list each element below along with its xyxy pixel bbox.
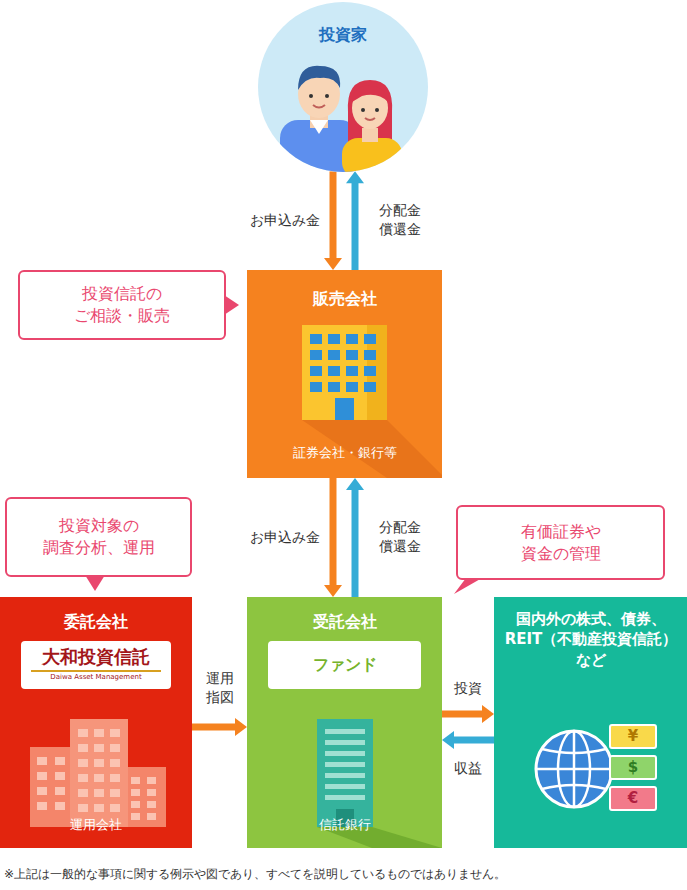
flow-arrow — [442, 705, 494, 723]
edge-label: お申込み金 — [248, 211, 322, 230]
currency-symbol: $ — [610, 757, 656, 777]
arrow-head — [324, 585, 342, 597]
callout-tail — [224, 295, 239, 315]
arrow-shaft — [442, 711, 483, 718]
node-text: 国内外の株式、債券、 REIT（不動産投資信託） など — [500, 609, 682, 670]
entity-box: 国内外の株式、債券、 REIT（不動産投資信託） など ¥ $ € — [494, 597, 687, 848]
node-text: 委託会社 — [4, 611, 188, 633]
arrow-shaft — [352, 182, 359, 270]
currency-symbol: € — [610, 788, 656, 808]
arrow-shaft — [330, 478, 337, 586]
node-text: Daiwa Asset Management — [25, 673, 167, 682]
callout-tail — [454, 578, 482, 594]
arrow-head — [482, 705, 494, 723]
entity-box: ファンド 受託会社信託銀行 — [247, 597, 442, 848]
node-text: 運用会社 — [4, 816, 188, 834]
node-text: 有価証券や 資金の管理 — [502, 521, 620, 564]
arrow-head — [346, 478, 364, 490]
edge-label: 分配金 償還金 — [372, 518, 428, 556]
callout-box: 投資信託の ご相談・販売 — [18, 270, 226, 340]
edge-label: 分配金 償還金 — [372, 201, 428, 239]
investor-circle: 投資家 — [258, 2, 428, 172]
flow-arrow — [324, 478, 342, 597]
node-text: 受託会社 — [251, 611, 438, 633]
edge-label: 運用 指図 — [200, 669, 240, 707]
entity-box: 大和投資信託 Daiwa Asset Management — [21, 641, 171, 689]
currency-symbol: ¥ — [610, 726, 656, 746]
callout-box: 有価証券や 資金の管理 — [456, 505, 665, 580]
edge-label: 投資 — [452, 679, 484, 698]
arrow-shaft — [192, 724, 236, 731]
arrow-head — [346, 171, 364, 183]
flow-arrow — [442, 731, 494, 749]
entity-box: 大和投資信託 Daiwa Asset Management 委託会社運用会社 — [0, 597, 192, 848]
edge-label: お申込み金 — [248, 528, 322, 547]
flow-arrow — [192, 718, 247, 736]
node-text: 販売会社 — [251, 288, 438, 310]
flow-arrow — [324, 171, 342, 270]
node-text: 大和投資信託 — [25, 645, 167, 669]
footnote: ※上記は一般的な事項に関する例示や図であり、すべてを説明しているものではありませ… — [4, 866, 683, 882]
node-text: ファンド — [272, 654, 417, 676]
entity-box: ファンド — [268, 641, 421, 689]
arrow-head — [324, 258, 342, 270]
callout-tail — [85, 575, 105, 591]
asset-manager-buildings — [0, 597, 192, 848]
flow-arrow — [346, 171, 364, 270]
node-text: 証券会社・銀行等 — [251, 444, 438, 462]
arrow-shaft — [453, 737, 494, 744]
entity-box: 販売会社証券会社・銀行等 — [247, 270, 442, 478]
node-text: 投資家 — [262, 24, 424, 46]
arrow-head — [235, 718, 247, 736]
arrow-head — [442, 731, 454, 749]
arrow-shaft — [352, 489, 359, 597]
arrow-shaft — [330, 171, 337, 259]
node-text: 投資対象の 調査分析、運用 — [37, 515, 161, 558]
trust-bank-building — [247, 597, 442, 848]
node-text: 投資信託の ご相談・販売 — [63, 283, 181, 326]
callout-box: 投資対象の 調査分析、運用 — [5, 497, 192, 577]
flow-arrow — [346, 478, 364, 597]
node-text: 信託銀行 — [251, 816, 438, 834]
edge-label: 収益 — [452, 759, 484, 778]
